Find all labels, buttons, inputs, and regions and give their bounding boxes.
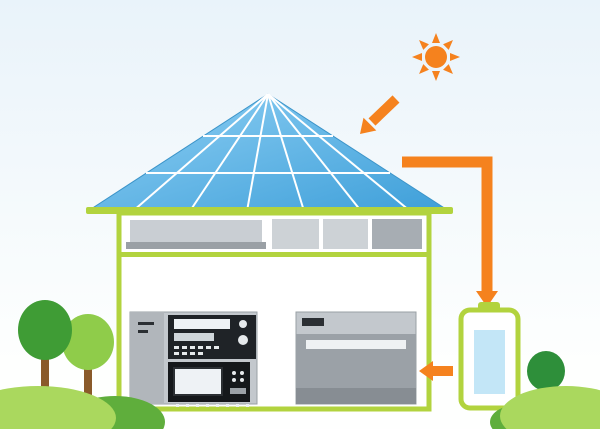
microwave-oven bbox=[168, 362, 250, 402]
tree-trunk bbox=[84, 360, 92, 408]
dishwasher bbox=[295, 311, 417, 405]
floor-divider bbox=[119, 252, 429, 257]
battery-to-home-arrow bbox=[419, 361, 453, 381]
tree-foliage-dark bbox=[18, 300, 72, 360]
stereo-knob bbox=[239, 320, 247, 328]
range-hood-vent bbox=[130, 220, 262, 242]
sunlight-arrow bbox=[360, 95, 400, 134]
solar-panel-grid bbox=[132, 93, 411, 212]
left-bushes bbox=[0, 386, 165, 429]
cabinet-feet-dots bbox=[176, 404, 249, 407]
upstairs-windows bbox=[272, 219, 422, 249]
storage-battery bbox=[458, 302, 521, 411]
stereo-knob-2 bbox=[238, 335, 248, 345]
microwave-window bbox=[173, 367, 223, 396]
kitchen-appliance-stack bbox=[129, 311, 258, 407]
dishwasher-handle-slot bbox=[306, 340, 406, 349]
sun-icon bbox=[412, 33, 460, 81]
tree-foliage-light bbox=[62, 314, 114, 370]
roof-to-battery-arrow bbox=[402, 156, 498, 307]
small-tree-foliage bbox=[527, 351, 565, 391]
microwave-controls bbox=[232, 371, 244, 382]
range-hood-shelf bbox=[126, 242, 266, 249]
right-greenery bbox=[490, 351, 600, 429]
stereo-display-2 bbox=[174, 333, 214, 341]
house bbox=[116, 210, 432, 412]
battery-cell bbox=[474, 330, 505, 394]
tree-trunk bbox=[41, 348, 49, 408]
stereo-buttons bbox=[174, 346, 219, 355]
stereo-display bbox=[174, 319, 230, 329]
left-trees bbox=[18, 300, 114, 408]
